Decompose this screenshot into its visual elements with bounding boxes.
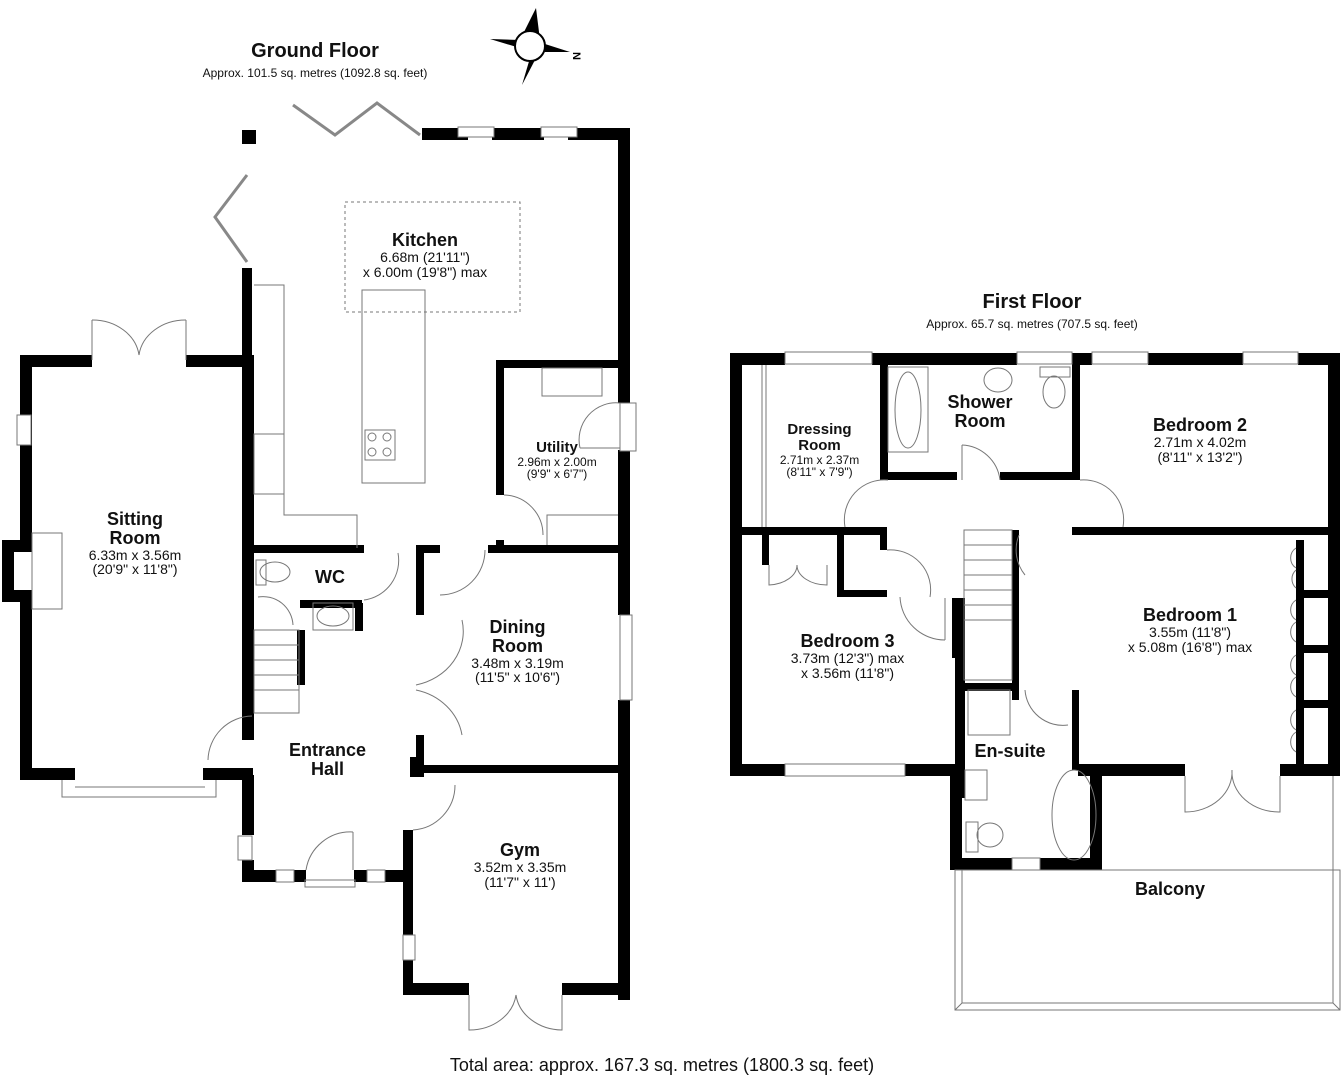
- room-bedroom-1: Bedroom 1 3.55m (11'8") x 5.08m (16'8") …: [1105, 606, 1275, 654]
- ground-floor-walls: [2, 128, 630, 1000]
- room-name: Room: [798, 436, 841, 454]
- room-name: Bedroom 2: [1152, 415, 1248, 435]
- room-dimension: 2.71m x 4.02m: [1153, 433, 1247, 450]
- room-name: Balcony: [1134, 879, 1206, 899]
- room-name: Bedroom 1: [1142, 605, 1238, 625]
- room-shower: Shower Room: [935, 393, 1025, 431]
- room-utility: Utility 2.96m x 2.00m (9'9" x 6'7"): [497, 440, 617, 481]
- room-gym: Gym 3.52m x 3.35m (11'7" x 11'): [445, 841, 595, 889]
- first-floor-title: First Floor: [982, 291, 1082, 313]
- room-dimension: 3.73m (12'3") max: [790, 649, 905, 666]
- room-name: Room: [109, 527, 161, 548]
- room-dimension: x 3.56m (11'8"): [801, 664, 894, 681]
- room-dining: Dining Room 3.48m x 3.19m (11'5" x 10'6"…: [440, 618, 595, 685]
- room-dressing: Dressing Room 2.71m x 2.37m (8'11" x 7'9…: [767, 422, 872, 479]
- room-dimension: 3.55m (11'8"): [1148, 623, 1232, 640]
- room-dimension: (11'7" x 11'): [484, 873, 556, 890]
- room-bedroom-2: Bedroom 2 2.71m x 4.02m (8'11" x 13'2"): [1130, 416, 1270, 464]
- room-name: Entrance: [288, 740, 367, 760]
- room-name: Kitchen: [391, 230, 458, 250]
- room-dimension: (9'9" x 6'7"): [526, 467, 588, 482]
- room-name: Room: [492, 635, 543, 656]
- room-name: Room: [954, 410, 1006, 431]
- room-name: Dining: [489, 617, 546, 637]
- room-name: Shower: [947, 392, 1013, 412]
- room-wc: WC: [305, 568, 355, 587]
- svg-text:N: N: [570, 52, 582, 60]
- room-dimension: 2.96m x 2.00m: [517, 454, 597, 469]
- room-dimension: (11'5" x 10'6"): [474, 669, 561, 686]
- room-bedroom-3: Bedroom 3 3.73m (12'3") max x 3.56m (11'…: [770, 632, 925, 680]
- room-name: Hall: [310, 758, 344, 779]
- room-name: Sitting: [107, 509, 163, 529]
- room-name: Utility: [536, 439, 578, 456]
- room-kitchen: Kitchen 6.68m (21'11") x 6.00m (19'8") m…: [345, 231, 505, 279]
- room-dimension: 6.68m (21'11"): [380, 248, 470, 265]
- ground-floor-title: Ground Floor: [251, 40, 379, 62]
- room-ensuite: En-suite: [960, 742, 1060, 761]
- ground-floor-fixtures: [16, 101, 637, 1031]
- room-dimension: 3.48m x 3.19m: [471, 654, 564, 671]
- total-area: Total area: approx. 167.3 sq. metres (18…: [449, 1055, 875, 1075]
- room-balcony: Balcony: [1120, 880, 1220, 899]
- room-dimension: 2.71m x 2.37m: [779, 452, 860, 467]
- room-entrance-hall: Entrance Hall: [270, 741, 385, 779]
- room-dimension: (20'9" x 11'8"): [92, 561, 178, 578]
- room-dimension: 6.33m x 3.56m: [88, 546, 182, 563]
- room-name: Dressing: [787, 421, 852, 438]
- room-name: Gym: [499, 840, 541, 860]
- first-floor-area: Approx. 65.7 sq. metres (707.5 sq. feet): [926, 317, 1138, 331]
- compass-icon: N: [490, 8, 582, 85]
- room-dimension: x 5.08m (16'8") max: [1127, 638, 1253, 655]
- room-name: En-suite: [974, 741, 1046, 761]
- ground-floor-area: Approx. 101.5 sq. metres (1092.8 sq. fee…: [202, 66, 428, 80]
- room-dimension: (8'11" x 13'2"): [1157, 448, 1243, 465]
- room-name: Bedroom 3: [800, 631, 895, 651]
- room-dimension: 3.52m x 3.35m: [473, 858, 567, 875]
- room-name: WC: [315, 567, 345, 587]
- room-dimension: x 6.00m (19'8") max: [362, 263, 488, 280]
- first-floor-walls: [730, 353, 1340, 870]
- first-floor-fixtures: [761, 351, 1341, 1011]
- room-sitting: Sitting Room 6.33m x 3.56m (20'9" x 11'8…: [65, 510, 205, 577]
- room-dimension: (8'11" x 7'9"): [786, 465, 853, 480]
